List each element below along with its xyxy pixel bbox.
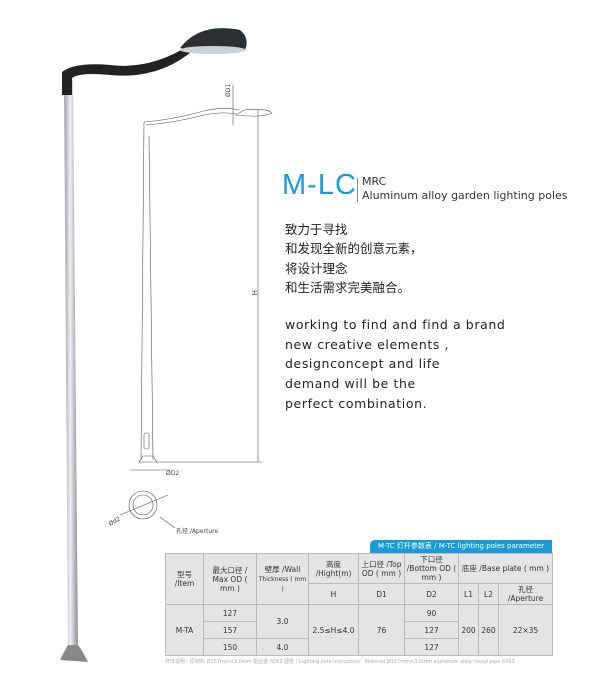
cn-line: 致力于寻找 [285,222,348,237]
wall-label: 壁厚 /Wall [264,564,301,574]
cell-max-od: 150 [203,638,257,656]
header-l2: L2 [478,583,499,605]
cell-d2: 90 [404,604,459,622]
cell-d1: 76 [358,604,405,656]
pole-base [60,645,88,662]
subtitle: Aluminum alloy garden lighting poles [362,189,568,202]
header-base-plate: 底座 /Base plate ( mm ) [457,553,554,584]
cell-max-od: 127 [203,604,257,622]
en-line: working to find and find a brand [285,317,506,332]
d2-label: ØD2 [166,470,179,477]
en-line: demand will be the [285,376,416,391]
title-divider [357,178,358,202]
header-d1: D1 [358,583,405,605]
cell-wall: 4.0 [256,638,309,656]
table-caption: M-TC 灯杆参数表 / M-TC lighting poles paramet… [370,540,552,553]
en-line: new creative elements , [285,337,450,352]
pole-photo [64,80,78,650]
cell-model: M-TA [165,604,204,656]
cn-line: 和发现全新的创意元素， [285,241,423,256]
h-label: H [250,290,258,295]
header-height: 高度 /Hight(m) [308,553,359,584]
cn-line: 将设计理念 [285,261,348,276]
en-line: perfect combination. [285,396,428,411]
cell-max-od: 157 [203,621,257,639]
pole-arm [62,45,196,95]
cell-l1: 200 [458,604,479,656]
lamp-lens [180,46,246,54]
cell-d2: 127 [404,621,459,639]
header-d2: D2 [404,583,459,605]
cell-height: 2.5≤H≤4.0 [308,604,359,656]
product-title: M-LC [282,169,357,201]
technical-drawing [119,85,273,529]
header-h: H [308,583,359,605]
header-bottom-od: 下口径 /Bottom OD ( mm ) [404,553,459,584]
header-max-od: 最大口径 / Max OD ( mm ) [203,553,257,605]
parameter-section: M-TC 灯杆参数表 / M-TC lighting poles paramet… [165,540,565,666]
caption-row: M-TC 灯杆参数表 / M-TC lighting poles paramet… [165,540,552,553]
header-aperture: 孔径 /Aperture [497,583,554,605]
cell-d2: 127 [404,638,459,656]
header-item: 型号 /Item [165,553,204,605]
cell-l2: 260 [478,604,499,656]
cn-line: 和生活需求完美融合。 [285,280,411,295]
d2b-label: Ød2 [108,515,122,527]
cell-aperture: 22×35 [497,604,554,656]
subtitle-code: MRC [362,175,387,188]
header-l1: L1 [458,583,479,605]
footnote: 杆体说明：原材料 Ø157mm×3.0mm 铝合金 6063 圆管 / Ligh… [165,659,515,665]
aperture-label: 孔径 /Aperture [176,527,218,535]
wall-sub-label: Thickness ( mm ) [258,575,307,593]
header-top-od: 上口径 /Top OD ( mm ) [358,553,405,584]
en-line: designconcept and life [285,356,441,371]
cell-wall: 3.0 [256,604,309,639]
d1-label: ØD1 [225,84,232,97]
